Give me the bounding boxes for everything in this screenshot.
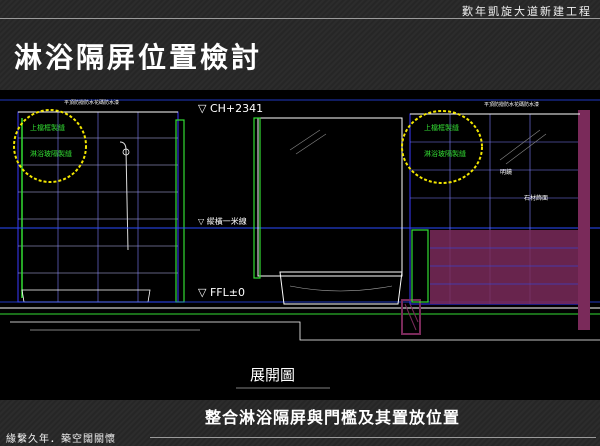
slide-title: 淋浴隔屏位置檢討: [14, 41, 263, 74]
right-wall: [401, 110, 590, 335]
highlight-circle-left: [13, 109, 87, 183]
note-top-left: 平頂防撥防水花碼防水漆: [64, 99, 119, 106]
elevation-drawing: ▽ CH+2341 ▽ 縱橫一米線 ▽ FFL±0: [0, 99, 600, 389]
callout-lower-left: 淋浴玻隔製縫: [30, 149, 72, 158]
left-wall: [17, 111, 185, 303]
level-mid: ▽ 縱橫一米線: [198, 216, 247, 226]
level-ffl: ▽ FFL±0: [198, 286, 245, 299]
elevation-label: 展開圖: [250, 366, 295, 384]
level-ch: ▽ CH+2341: [198, 102, 263, 115]
callout-lower-right: 淋浴玻隔製縫: [424, 149, 466, 158]
project-title: 歎年凱旋大道新建工程: [462, 5, 592, 18]
callout-upper-right: 上檔框製縫: [424, 123, 459, 132]
callout-upper-left: 上檔框製縫: [30, 123, 65, 132]
note-top-right: 平頂防撥防水花碼防水漆: [484, 101, 539, 108]
slide-caption: 整合淋浴隔屏與門檻及其置放位置: [205, 408, 461, 427]
bottom-divider: [150, 437, 596, 438]
cad-drawing: ▽ CH+2341 ▽ 縱橫一米線 ▽ FFL±0: [0, 90, 600, 400]
middle-bath: [253, 117, 403, 305]
top-divider: [0, 18, 600, 19]
slide-footer: 緣繫久年．築空闊關懷: [6, 434, 116, 445]
label-stone: 石材飾面: [524, 194, 548, 202]
floor-slab: [0, 307, 600, 341]
highlight-circle-right: [401, 110, 483, 184]
label-mirror: 明鏡: [500, 168, 512, 176]
